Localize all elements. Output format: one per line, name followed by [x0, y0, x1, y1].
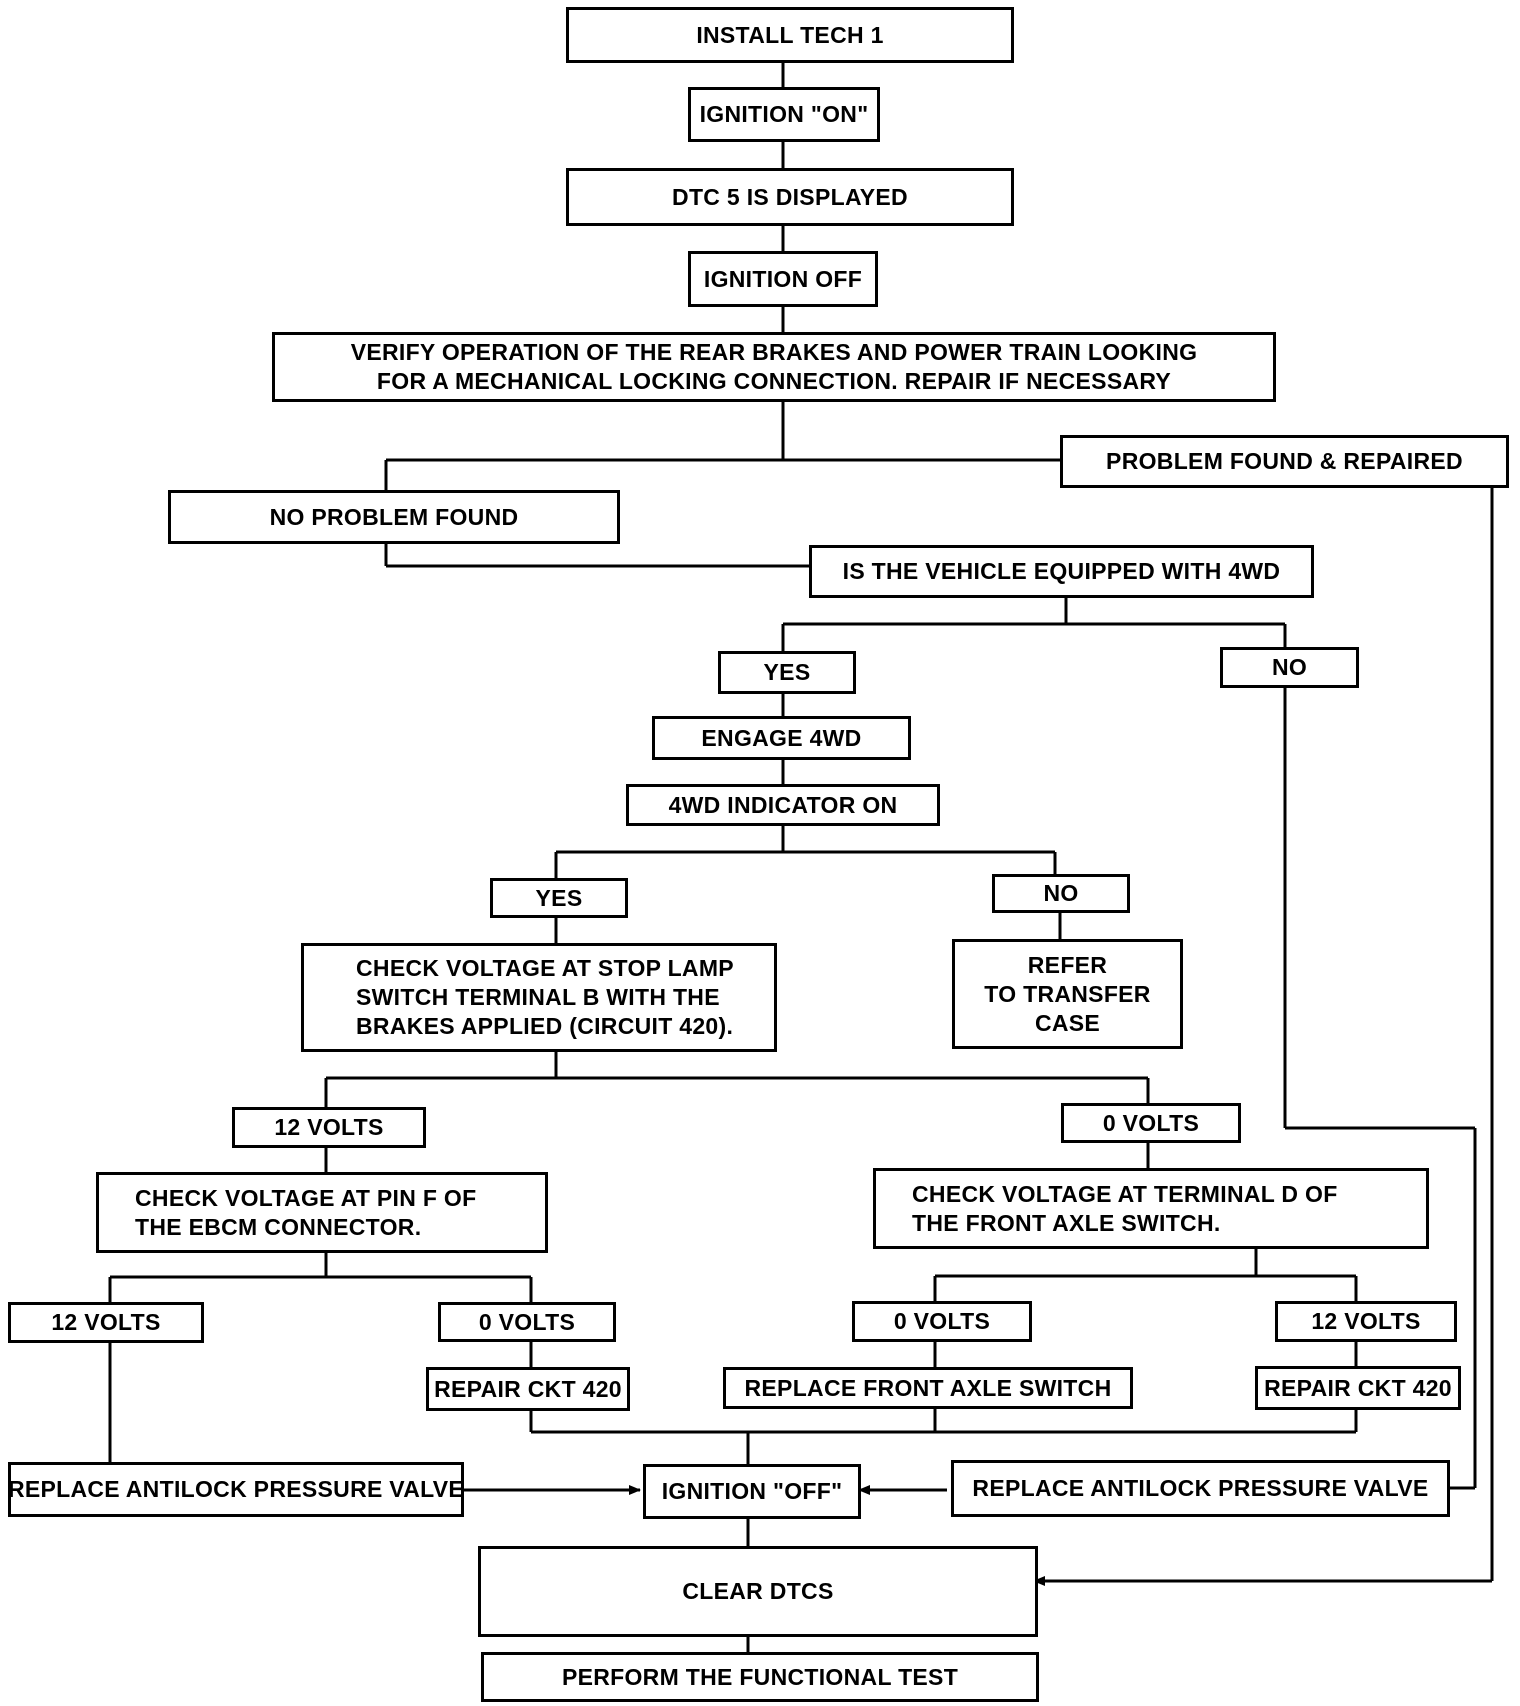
ignition-off-step: IGNITION OFF: [688, 251, 878, 307]
0-volts-stop-lamp-branch: 0 VOLTS: [1061, 1103, 1241, 1143]
check-pin-f-ebcm-step: CHECK VOLTAGE AT PIN F OF THE EBCM CONNE…: [96, 1172, 548, 1253]
refer-transfer-case-step: REFER TO TRANSFER CASE: [952, 939, 1183, 1049]
replace-antilock-valve-left: REPLACE ANTILOCK PRESSURE VALVE: [8, 1462, 464, 1517]
12-volts-stop-lamp-branch: 12 VOLTS: [232, 1107, 426, 1148]
no-problem-found: NO PROBLEM FOUND: [168, 490, 620, 544]
check-stop-lamp-voltage-step: CHECK VOLTAGE AT STOP LAMP SWITCH TERMIN…: [301, 943, 777, 1052]
is-vehicle-4wd-question: IS THE VEHICLE EQUIPPED WITH 4WD: [809, 545, 1314, 598]
verify-operation-step: VERIFY OPERATION OF THE REAR BRAKES AND …: [272, 332, 1276, 402]
yes-4wd-branch: YES: [718, 651, 856, 694]
no-indicator-branch: NO: [992, 874, 1130, 913]
repair-ckt-420-left: REPAIR CKT 420: [426, 1367, 630, 1411]
ignition-off-final-step: IGNITION "OFF": [643, 1464, 861, 1519]
replace-front-axle-switch: REPLACE FRONT AXLE SWITCH: [723, 1367, 1133, 1409]
repair-ckt-420-right: REPAIR CKT 420: [1255, 1366, 1461, 1410]
12-volts-terminal-d-branch: 12 VOLTS: [1275, 1301, 1457, 1342]
check-terminal-d-axle-switch-step: CHECK VOLTAGE AT TERMINAL D OF THE FRONT…: [873, 1168, 1429, 1249]
perform-functional-test-step: PERFORM THE FUNCTIONAL TEST: [481, 1652, 1039, 1702]
engage-4wd-step: ENGAGE 4WD: [652, 716, 911, 760]
4wd-indicator-on-question: 4WD INDICATOR ON: [626, 784, 940, 826]
ignition-on-step: IGNITION "ON": [688, 87, 880, 142]
clear-dtcs-step: CLEAR DTCS: [478, 1546, 1038, 1637]
12-volts-pin-f-branch: 12 VOLTS: [8, 1302, 204, 1343]
no-4wd-branch: NO: [1220, 647, 1359, 688]
yes-indicator-branch: YES: [490, 878, 628, 918]
problem-found-repaired: PROBLEM FOUND & REPAIRED: [1060, 435, 1509, 488]
0-volts-terminal-d-branch: 0 VOLTS: [852, 1301, 1032, 1342]
install-tech1-step: INSTALL TECH 1: [566, 7, 1014, 63]
replace-antilock-valve-right: REPLACE ANTILOCK PRESSURE VALVE: [951, 1460, 1450, 1517]
0-volts-pin-f-branch: 0 VOLTS: [438, 1302, 616, 1342]
dtc5-displayed-step: DTC 5 IS DISPLAYED: [566, 168, 1014, 226]
